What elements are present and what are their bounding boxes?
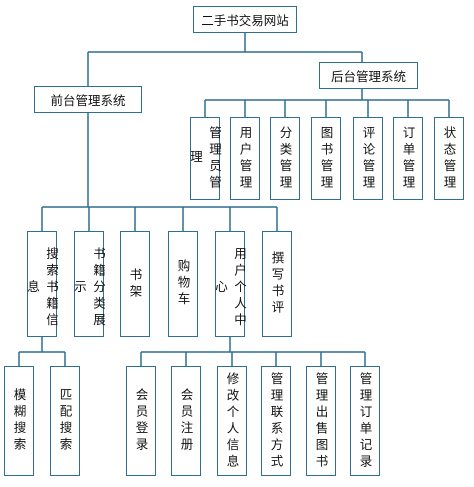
back-item-comment: 评论管理 (353, 117, 383, 200)
center-item-contact: 管理联系方式 (261, 366, 291, 476)
back-item-label: 评论管理 (360, 125, 376, 192)
center-item-label: 修改个人信息 (224, 371, 240, 471)
back-item-label: 用户管理 (237, 125, 253, 192)
center-item-login: 会员登录 (126, 366, 156, 476)
back-item-label: 图书管理 (318, 125, 334, 192)
back-item-order: 订单管理 (393, 117, 423, 200)
back-system-node: 后台管理系统 (319, 62, 418, 89)
back-item-label: 管理员管理 (188, 125, 222, 192)
front-item-search: 搜索书籍信息 (25, 231, 59, 337)
center-item-label: 管理订单记录 (357, 371, 373, 471)
back-item-category: 分类管理 (270, 117, 300, 200)
center-item-orders: 管理订单记录 (350, 366, 380, 476)
center-item-label: 会员注册 (178, 388, 194, 454)
front-item-label: 用户个人中心 (213, 246, 247, 330)
back-item-label: 分类管理 (277, 125, 293, 192)
back-item-book: 图书管理 (311, 117, 341, 200)
center-item-label: 管理联系方式 (268, 371, 284, 471)
back-item-admin: 管理员管理 (188, 117, 222, 200)
search-item-match: 匹配搜索 (50, 366, 80, 476)
back-item-label: 订单管理 (400, 125, 416, 192)
front-system-node: 前台管理系统 (34, 86, 142, 113)
search-item-fuzzy: 模糊搜索 (4, 366, 34, 476)
center-item-edit-profile: 修改个人信息 (217, 366, 247, 476)
root-node-label: 二手书交易网站 (201, 13, 289, 28)
center-item-label: 会员登录 (133, 388, 149, 454)
front-item-label: 购物车 (175, 259, 191, 309)
back-item-status: 状态管理 (434, 117, 464, 200)
back-item-user: 用户管理 (230, 117, 260, 200)
front-item-category: 书籍分类展示 (72, 231, 106, 337)
front-system-label: 前台管理系统 (50, 93, 126, 108)
center-item-register: 会员注册 (171, 366, 201, 476)
front-item-user-center: 用户个人中心 (213, 231, 247, 337)
front-item-label: 书架 (127, 267, 143, 301)
front-item-review: 撰写书评 (262, 231, 292, 337)
front-item-cart: 购物车 (168, 231, 198, 337)
center-item-selling-books: 管理出售图书 (306, 366, 336, 476)
center-item-label: 管理出售图书 (313, 371, 329, 471)
front-item-label: 搜索书籍信息 (25, 246, 59, 330)
front-item-label: 撰写书评 (269, 251, 285, 317)
front-item-label: 书籍分类展示 (72, 246, 106, 330)
search-item-label: 模糊搜索 (11, 388, 27, 454)
back-item-label: 状态管理 (441, 125, 457, 192)
front-item-bookshelf: 书架 (120, 231, 150, 337)
search-item-label: 匹配搜索 (57, 388, 73, 454)
back-system-label: 后台管理系统 (330, 69, 406, 84)
root-node: 二手书交易网站 (193, 6, 297, 33)
